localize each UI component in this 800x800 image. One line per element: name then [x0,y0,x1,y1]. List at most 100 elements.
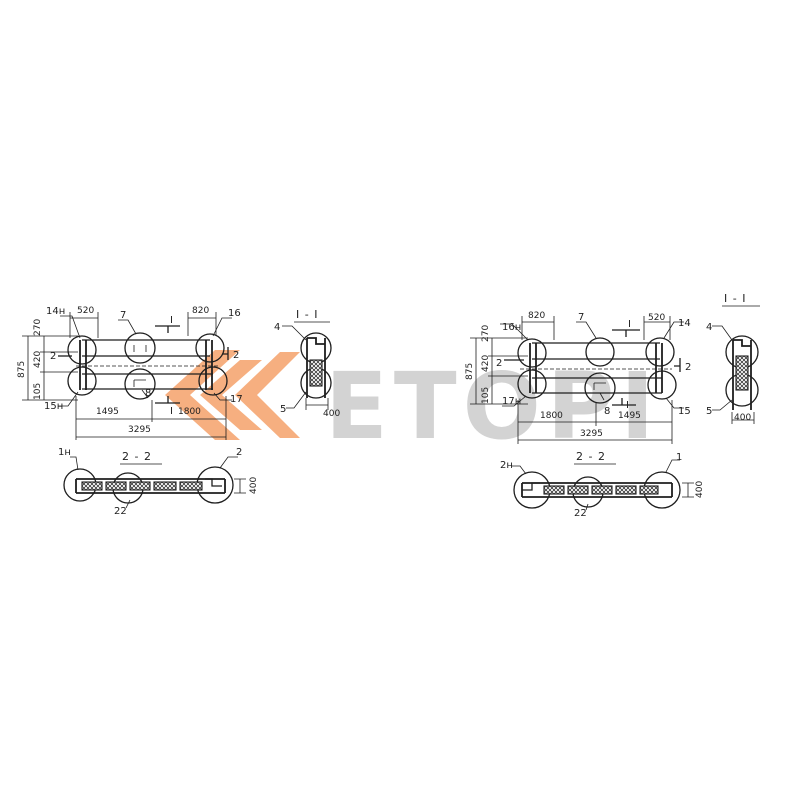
left-mark-7: 7 [120,310,126,321]
left-section-2-leader-22 [125,499,131,509]
left-dim-105: 105 [33,383,43,400]
left-dim-520: 520 [77,306,94,316]
right-beam-top [532,342,660,360]
left-cut-bottom [155,396,180,404]
left-section-2-leader-2 [219,456,238,469]
right-dimline-top [521,316,671,340]
right-section-1-dim-400: 400 [734,413,751,423]
left-leader-8 [141,389,149,399]
watermark-text: ETOPI [325,353,660,460]
left-plan: I I 14н 7 16 2 8 17 15н 2 520 820 270 87… [17,306,243,440]
left-mark-15: 15н [44,401,63,412]
right-leader-14 [663,321,684,339]
left-section-2: 2 - 2 1н 2 22 400 [58,447,259,517]
left-section-2-dim-400: 400 [249,477,259,494]
left-cut-right [222,347,229,360]
left-section-1-hatch [309,359,323,387]
right-inner-marks [593,382,606,390]
right-section-2-leader-1 [665,459,680,473]
left-dim-820: 820 [192,306,209,316]
left-leader-7 [118,319,137,335]
right-leader-8 [599,392,605,401]
right-circle-7 [585,337,615,367]
right-section-1-column [732,339,752,410]
right-dim-875: 875 [465,363,475,380]
left-section-2-mark-2: 2 [236,447,242,458]
left-section-2-hatch-2 [105,481,127,491]
left-dim-1800: 1800 [178,407,201,417]
right-section-2-leader-2 [512,465,527,475]
right-circle-17 [517,369,547,399]
right-mark-7: 7 [578,312,584,323]
left-section-1: I - I 4 5 400 [274,308,340,419]
right-leader-16 [500,323,529,341]
right-circle-16 [517,338,547,368]
left-dim-270: 270 [33,319,43,336]
left-section-1-mark-4: 4 [274,322,280,333]
left-section-2-mark-1: 1н [58,447,71,458]
right-mark-2: 2 [685,362,691,373]
right-mark-15: 15 [678,406,691,417]
left-dimline-vertical [22,335,78,401]
right-beam-bottom [532,377,662,394]
left-section-2-leader-1 [70,456,79,471]
right-circle-8 [584,372,616,404]
left-circle-17 [198,366,228,396]
right-dimline-bottom [517,400,673,444]
right-section-2-dim-400: 400 [695,481,705,498]
right-mark-8: 8 [604,406,610,417]
left-section-2-end [205,478,222,487]
left-mark-16: 16 [228,308,241,319]
left-dim-420: 420 [33,351,43,368]
right-section-2-mark-1: 1 [676,452,682,463]
right-leader-7 [576,321,597,339]
right-section-1-leader-5 [712,399,733,411]
left-section-1-leader-4 [282,325,307,341]
right-section-2-hatch-1 [543,485,565,495]
right-dim-1495: 1495 [618,411,641,421]
left-cut-top-label: I [170,315,173,326]
right-section-1-mark-5: 5 [706,406,712,417]
left-section-2-mark-22: 22 [114,506,127,517]
left-section-1-dim [305,398,329,410]
left-section-2-hatch-1 [81,481,103,491]
left-section-1-dim-400: 400 [323,409,340,419]
left-leader-15 [58,391,79,407]
left-leader-14 [60,315,81,339]
right-dim-105: 105 [481,387,491,404]
right-section-2-hatch-2 [567,485,589,495]
left-beam-bottom [82,373,213,390]
left-section-2-hatch-4 [153,481,177,491]
right-section-1-title: I - I [724,292,746,305]
left-dimline-bottom [75,396,227,440]
left-section-2-title: 2 - 2 [122,450,152,463]
right-plan: I I 16н 7 14 2 8 17н 15 2 820 520 270 87… [465,311,691,444]
right-section-2-hatch-4 [615,485,637,495]
right-cut-bottom-label: I [626,400,629,411]
right-mark-17: 17н [502,396,521,407]
left-circle-14 [67,335,97,365]
right-joint-left [529,343,537,393]
right-dim-1800: 1800 [540,411,563,421]
left-joint-left [79,340,87,390]
left-cut-bottom-label: I [170,406,173,417]
right-leader-17 [502,395,527,407]
right-section-2-end-left [522,482,540,491]
right-dim-270: 270 [481,325,491,342]
left-dim-1495: 1495 [96,407,119,417]
right-cut-top-label: I [628,319,631,330]
left-leader-17 [213,392,232,401]
right-section-2-beam [521,482,673,498]
right-section-1-dim [731,412,755,424]
right-section-2-title: 2 - 2 [576,450,606,463]
left-circle-7 [124,332,156,364]
left-beam-top [82,339,210,357]
right-section-1: I - I 4 5 400 [706,292,760,424]
left-dim-875: 875 [17,361,27,378]
left-mark-2-left: 2 [50,351,56,362]
left-dim-3295: 3295 [128,425,151,435]
right-joint-right [655,343,663,393]
left-inner-marks [133,345,147,387]
right-section-2-leader-22 [585,503,589,511]
